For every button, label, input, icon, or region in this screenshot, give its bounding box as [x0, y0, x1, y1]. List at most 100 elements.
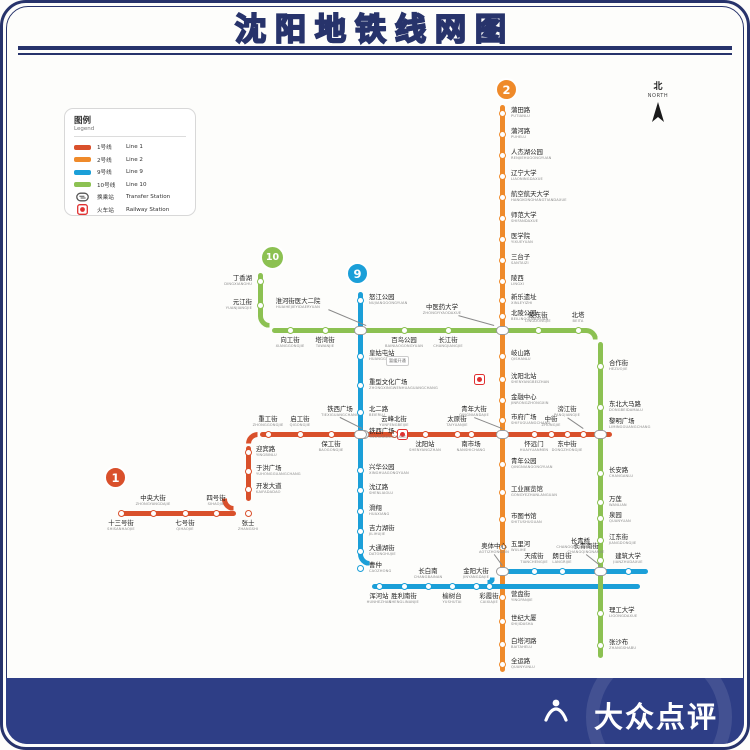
- station-marker[interactable]: [485, 582, 493, 590]
- station-marker[interactable]: [400, 326, 408, 334]
- station-marker[interactable]: [596, 514, 604, 522]
- station-marker[interactable]: [498, 660, 506, 668]
- transfer-station-marker[interactable]: [495, 429, 509, 439]
- station-marker[interactable]: [472, 582, 480, 590]
- station-marker[interactable]: [563, 430, 571, 438]
- station-marker[interactable]: [448, 582, 456, 590]
- station-marker[interactable]: [498, 312, 506, 320]
- station-marker[interactable]: [244, 448, 252, 456]
- transfer-station-marker[interactable]: [593, 429, 607, 439]
- station-marker[interactable]: [356, 564, 364, 572]
- station-marker[interactable]: [356, 296, 364, 304]
- station-marker[interactable]: [596, 609, 604, 617]
- station-marker[interactable]: [117, 509, 125, 517]
- line-badge-1[interactable]: 1: [104, 466, 127, 489]
- station-marker[interactable]: [424, 582, 432, 590]
- station-marker[interactable]: [498, 193, 506, 201]
- station-marker[interactable]: [296, 430, 304, 438]
- transfer-station-icon: [74, 192, 91, 202]
- station-marker[interactable]: [498, 277, 506, 285]
- station-marker[interactable]: [498, 460, 506, 468]
- station-marker[interactable]: [356, 527, 364, 535]
- station-marker[interactable]: [498, 416, 506, 424]
- station-marker[interactable]: [453, 430, 461, 438]
- station-marker[interactable]: [467, 430, 475, 438]
- station-marker[interactable]: [596, 362, 604, 370]
- station-marker[interactable]: [498, 151, 506, 159]
- station-marker[interactable]: [498, 172, 506, 180]
- station-marker[interactable]: [596, 403, 604, 411]
- station-marker[interactable]: [547, 430, 555, 438]
- station-marker[interactable]: [498, 515, 506, 523]
- station-marker[interactable]: [596, 498, 604, 506]
- station-marker[interactable]: [212, 509, 220, 517]
- station-marker[interactable]: [181, 509, 189, 517]
- station-marker[interactable]: [498, 296, 506, 304]
- station-marker[interactable]: [244, 485, 252, 493]
- transfer-station-marker[interactable]: [353, 325, 367, 335]
- station-marker[interactable]: [498, 488, 506, 496]
- station-marker[interactable]: [498, 214, 506, 222]
- station-marker[interactable]: [498, 640, 506, 648]
- station-marker[interactable]: [498, 235, 506, 243]
- station-marker[interactable]: [498, 543, 506, 551]
- station-marker[interactable]: [256, 277, 264, 285]
- station-marker[interactable]: [530, 430, 538, 438]
- station-marker[interactable]: [498, 593, 506, 601]
- line-badge-9[interactable]: 9: [346, 262, 369, 285]
- station-marker[interactable]: [400, 582, 408, 590]
- station-marker[interactable]: [596, 556, 604, 564]
- station-marker[interactable]: [534, 326, 542, 334]
- station-marker[interactable]: [444, 326, 452, 334]
- station-marker[interactable]: [498, 375, 506, 383]
- station-marker[interactable]: [574, 326, 582, 334]
- station-marker[interactable]: [498, 109, 506, 117]
- station-marker[interactable]: [356, 507, 364, 515]
- station-marker[interactable]: [579, 430, 587, 438]
- line-badge-10[interactable]: 10: [260, 245, 285, 270]
- station-marker[interactable]: [596, 469, 604, 477]
- station-marker[interactable]: [321, 326, 329, 334]
- station-marker[interactable]: [356, 486, 364, 494]
- station-marker[interactable]: [356, 547, 364, 555]
- station-marker[interactable]: [286, 326, 294, 334]
- station-marker[interactable]: [624, 567, 632, 575]
- station-name-en: YUSHUTAI: [442, 600, 462, 605]
- line-badge-2[interactable]: 2: [495, 78, 518, 101]
- station-marker[interactable]: [356, 466, 364, 474]
- station-name-en: YIXUEYUAN: [511, 240, 533, 245]
- station-marker[interactable]: [498, 256, 506, 264]
- station-marker[interactable]: [264, 430, 272, 438]
- station-marker[interactable]: [498, 352, 506, 360]
- line10-track-horizontal: [272, 327, 588, 333]
- station-marker[interactable]: [558, 567, 566, 575]
- station-marker[interactable]: [596, 536, 604, 544]
- station-marker[interactable]: [498, 130, 506, 138]
- station-marker[interactable]: [356, 352, 364, 360]
- station-marker[interactable]: [327, 430, 335, 438]
- station-marker[interactable]: [421, 430, 429, 438]
- station-marker[interactable]: [244, 467, 252, 475]
- station-marker[interactable]: [596, 641, 604, 649]
- station-marker[interactable]: [244, 509, 252, 517]
- station-marker[interactable]: [375, 582, 383, 590]
- transfer-station-marker[interactable]: [593, 566, 607, 576]
- station-marker[interactable]: [498, 617, 506, 625]
- station-marker[interactable]: [256, 301, 264, 309]
- station-marker[interactable]: [498, 396, 506, 404]
- transfer-station-marker[interactable]: [495, 325, 509, 335]
- station-marker[interactable]: [530, 567, 538, 575]
- station-marker[interactable]: [356, 408, 364, 416]
- station-name-en: CHANGQINGQIAO: [556, 545, 590, 550]
- transfer-station-marker[interactable]: [495, 566, 509, 576]
- station-name-en: BEILINGGONGYUAN: [511, 317, 549, 322]
- station-name-en: TIANCHENGJIE: [520, 560, 548, 565]
- station-name-en: PUHELU: [511, 135, 527, 140]
- transfer-station-marker[interactable]: [353, 429, 367, 439]
- station-marker[interactable]: [356, 381, 364, 389]
- station-marker[interactable]: [149, 509, 157, 517]
